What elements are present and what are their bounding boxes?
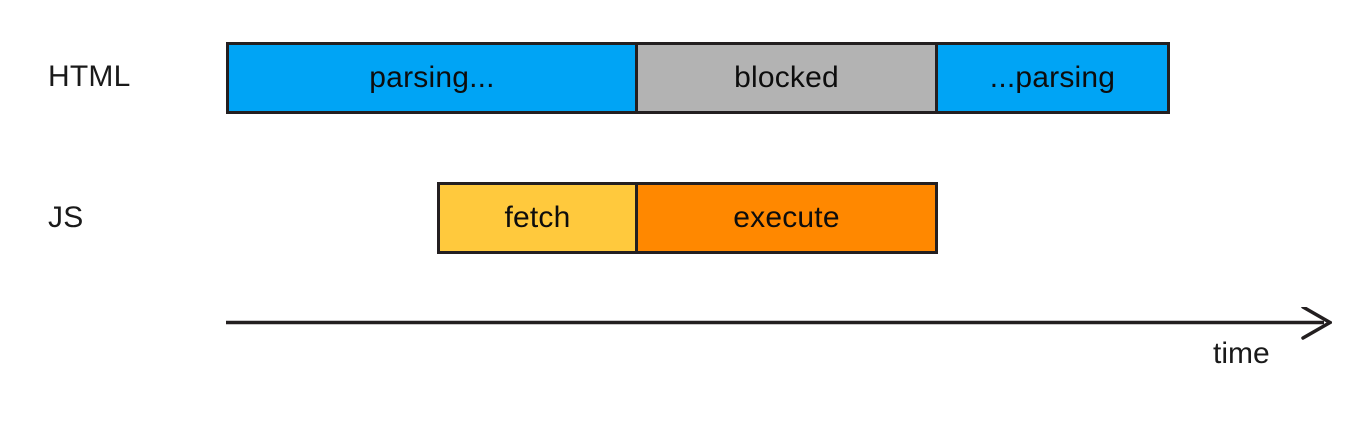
segment-js-fetch: fetch (437, 182, 638, 254)
segment-label: parsing... (369, 61, 495, 94)
time-axis (226, 307, 1332, 340)
timeline-track-js: fetch execute (437, 182, 938, 254)
segment-label: execute (733, 201, 840, 234)
segment-html-parsing-resumed: ...parsing (935, 42, 1170, 114)
timeline-track-html: parsing... blocked ...parsing (226, 42, 1170, 114)
segment-label: blocked (734, 61, 839, 94)
arrow-right-icon (226, 307, 1332, 340)
row-label-html: HTML (48, 60, 131, 93)
row-label-js: JS (48, 201, 84, 234)
time-axis-label: time (1213, 337, 1270, 370)
segment-label: ...parsing (989, 61, 1116, 94)
segment-label: fetch (504, 201, 571, 234)
segment-html-blocked: blocked (635, 42, 938, 114)
segment-html-parsing: parsing... (226, 42, 638, 114)
segment-js-execute: execute (635, 182, 938, 254)
